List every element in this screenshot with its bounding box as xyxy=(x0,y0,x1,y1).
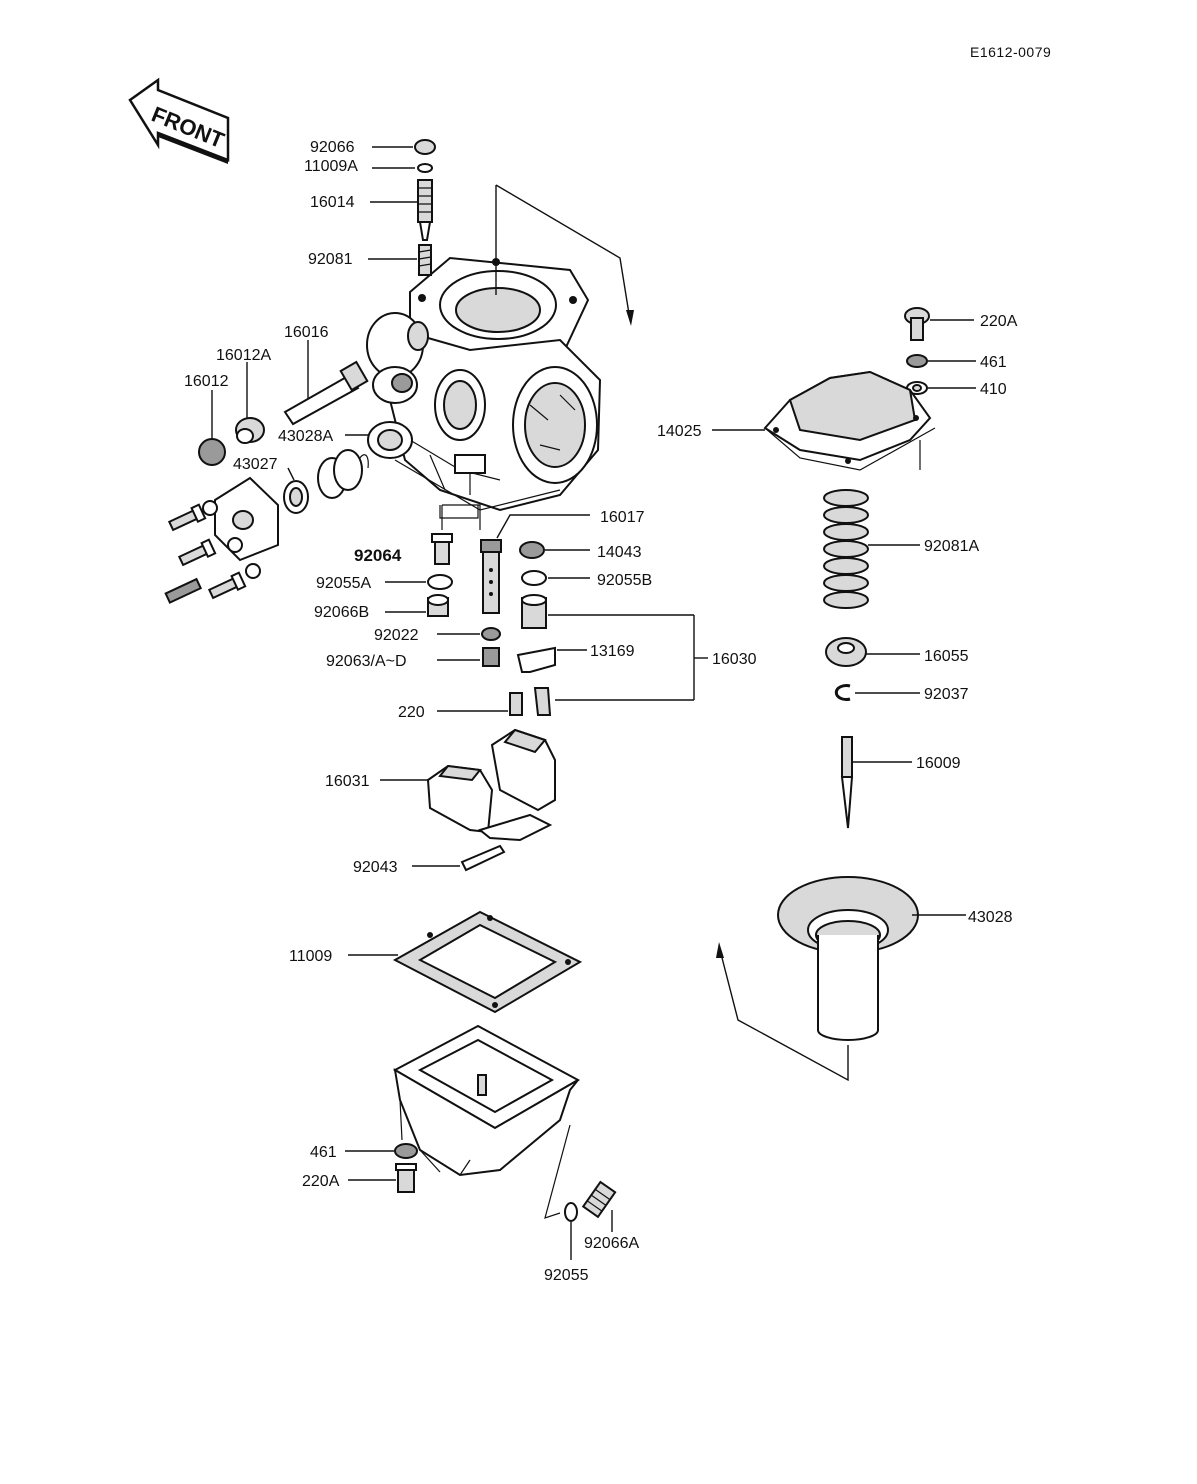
label-92081A: 92081A xyxy=(924,538,979,555)
label-220A-top: 220A xyxy=(980,313,1018,330)
label-92037: 92037 xyxy=(924,686,969,703)
part-16030-needle-valve xyxy=(521,594,708,716)
part-92055A xyxy=(385,574,453,590)
part-461-washer-bottom xyxy=(345,1143,418,1159)
label-92055B: 92055B xyxy=(597,572,652,589)
label-13169: 13169 xyxy=(590,643,635,660)
part-13169 xyxy=(516,646,587,673)
part-16055 xyxy=(825,637,920,667)
part-16012A xyxy=(235,362,265,444)
diagram-code: E1612-0079 xyxy=(970,44,1051,60)
part-92081A-spring xyxy=(823,489,920,609)
part-11009-gasket xyxy=(348,910,583,1014)
part-220A-screw-top xyxy=(904,307,974,341)
part-float-bowl xyxy=(392,1024,581,1177)
label-16009: 16009 xyxy=(916,755,961,772)
part-16016 xyxy=(283,340,369,426)
part-92055B xyxy=(521,570,590,586)
label-11009: 11009 xyxy=(289,948,332,965)
label-92064: 92064 xyxy=(354,546,402,565)
carburetor-body xyxy=(366,256,602,519)
label-461-bottom: 461 xyxy=(310,1144,337,1161)
assembly-arrow-bottom-right xyxy=(716,942,849,1082)
label-16012: 16012 xyxy=(184,373,229,390)
part-43027-spring xyxy=(283,449,369,514)
label-220: 220 xyxy=(398,704,425,721)
label-14025: 14025 xyxy=(657,423,702,440)
part-92066A-drain xyxy=(544,1124,617,1232)
label-220A-bottom: 220A xyxy=(302,1173,340,1190)
label-43028: 43028 xyxy=(968,909,1013,926)
label-410: 410 xyxy=(980,381,1007,398)
front-arrow: FRONT xyxy=(128,77,230,164)
label-43028A: 43028A xyxy=(278,428,333,445)
part-labels: 92066 11009A 16014 92081 16016 16012A 16… xyxy=(184,139,1018,1284)
label-92055A: 92055A xyxy=(316,575,371,592)
part-14025-top-cover xyxy=(712,370,936,471)
part-92037-clip xyxy=(834,684,920,701)
label-14043: 14043 xyxy=(597,544,642,561)
part-92081 xyxy=(368,244,432,276)
part-16012 xyxy=(198,390,226,466)
part-461-washer-top xyxy=(906,354,976,368)
label-92043: 92043 xyxy=(353,859,398,876)
part-92043-pin xyxy=(412,844,506,872)
label-16031: 16031 xyxy=(325,773,370,790)
part-16031-float xyxy=(380,728,556,842)
label-16030: 16030 xyxy=(712,651,757,668)
label-461-top: 461 xyxy=(980,354,1007,371)
label-16014: 16014 xyxy=(310,194,355,211)
label-92066A: 92066A xyxy=(584,1235,639,1252)
label-92055: 92055 xyxy=(544,1267,589,1284)
label-92066: 92066 xyxy=(310,139,355,156)
label-16016: 16016 xyxy=(284,324,329,341)
part-92066 xyxy=(372,139,436,155)
part-92063 xyxy=(437,647,500,667)
part-220 xyxy=(437,692,523,716)
label-43027: 43027 xyxy=(233,456,278,473)
part-92055-oring xyxy=(564,1202,578,1260)
part-92066B xyxy=(385,594,449,617)
part-16009-needle xyxy=(840,736,912,829)
part-92022 xyxy=(437,627,501,641)
label-92022: 92022 xyxy=(374,627,419,644)
label-16017: 16017 xyxy=(600,509,645,526)
part-16014 xyxy=(370,179,433,241)
label-92066B: 92066B xyxy=(314,604,369,621)
part-92064 xyxy=(431,504,481,565)
part-14043 xyxy=(519,541,590,559)
part-43028A xyxy=(345,421,413,459)
part-410 xyxy=(906,381,976,395)
label-16012A: 16012A xyxy=(216,347,271,364)
label-11009A: 11009A xyxy=(304,158,358,175)
part-16017 xyxy=(480,514,590,614)
assembly-arrow-top xyxy=(495,184,634,326)
label-92081: 92081 xyxy=(308,251,353,268)
part-11009A xyxy=(372,163,433,173)
part-220A-screw-bottom xyxy=(348,1163,417,1193)
part-43028-diaphragm xyxy=(777,876,966,1041)
label-92063: 92063/A~D xyxy=(326,653,407,670)
part-diaphragm-cover xyxy=(164,476,279,604)
label-16055: 16055 xyxy=(924,648,969,665)
